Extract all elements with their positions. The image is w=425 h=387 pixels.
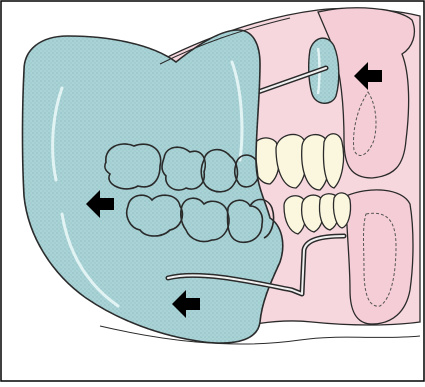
- lower-lip: [346, 190, 413, 324]
- lower-incisors: [284, 193, 351, 234]
- upper-incisors: [252, 134, 344, 190]
